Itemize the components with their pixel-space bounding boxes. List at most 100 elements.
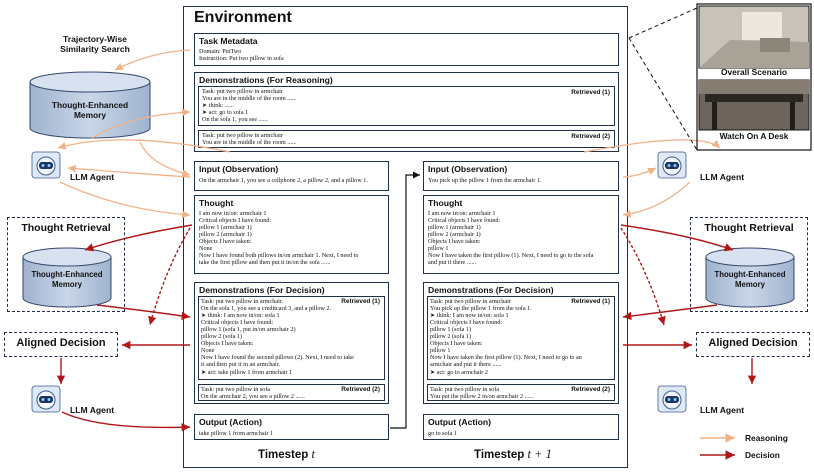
- demo-decision-box-right: Demonstrations (For Decision) Retrieved …: [423, 282, 619, 404]
- robot-icon: [31, 151, 61, 179]
- demo-decision-item-1: Retrieved (1) Task: put two pillow in ar…: [427, 296, 615, 380]
- demo-line: Task: put two pillow in sofa: [201, 386, 271, 393]
- demo-line: Objects I have taken:: [201, 340, 254, 347]
- demo-line: Critical objects I have found:: [430, 319, 503, 326]
- demo-line: ➤ think: ......: [202, 102, 234, 109]
- memory-label-right: Thought-Enhanced Memory: [706, 270, 794, 290]
- thought-retrieval-box-right: Thought Retrieval: [690, 217, 808, 312]
- timestep-right: Timestep t + 1: [474, 447, 552, 462]
- demo-decision-item-2: Retrieved (2) Task: put two pillow in so…: [198, 384, 385, 401]
- timestep-var: t + 1: [527, 447, 552, 461]
- demo-line: ➤ act: go to sofa 1: [202, 109, 249, 116]
- demo-line: You are in the middle of the room ......: [202, 139, 297, 146]
- memory-label-left: Thought-Enhanced Memory: [23, 270, 111, 290]
- demo-line: pillow 2 (sofa 1): [201, 333, 243, 340]
- llm-agent-label-right-top: LLM Agent: [700, 172, 745, 182]
- input-box-left: Input (Observation) On the armchair 1, y…: [194, 161, 389, 191]
- task-domain: Domain: PutTwo: [199, 48, 242, 55]
- memory-line-1: Thought-Enhanced: [714, 270, 786, 279]
- demo-line: ➤ think: I am now in/on: sofa 1: [201, 312, 280, 319]
- demo-line: Task: put two pillow in armchair.: [201, 298, 284, 305]
- aligned-decision-box-left: Aligned Decision: [4, 332, 118, 357]
- thought-line: I am now in/on: armchair 1: [199, 210, 267, 217]
- output-title: Output (Action): [428, 417, 492, 427]
- timestep-prefix: Timestep: [258, 449, 312, 461]
- thought-line: pillow 2 (armchair 1): [199, 231, 252, 238]
- timestep-prefix: Timestep: [474, 449, 528, 461]
- demo-line: Task: put two pillow in sofa: [430, 386, 500, 393]
- demo-line: it and then put it in an armchair.: [201, 361, 281, 368]
- scene-frame: [696, 3, 812, 151]
- output-text: take pillow 1 from armchair 1: [199, 430, 274, 437]
- thought-line: Critical objects I have found:: [199, 217, 272, 224]
- scene-desk-image: [698, 79, 810, 131]
- retrieved-label: Retrieved (1): [571, 89, 610, 96]
- thought-line: pillow 1 (armchair 1): [199, 224, 252, 231]
- memory-label-top-left: Thought-Enhanced Memory: [30, 100, 150, 120]
- input-title: Input (Observation): [428, 164, 508, 174]
- task-instruction: Instruction: Put two pillow in sofa: [199, 55, 284, 62]
- demo-line: pillow 1: [430, 347, 451, 354]
- input-box-right: Input (Observation) You pick up the pill…: [423, 161, 619, 191]
- thought-line: Critical objects I have found:: [428, 217, 501, 224]
- robot-icon: [657, 385, 687, 413]
- scene-overall-caption: Overall Scenario: [720, 67, 788, 77]
- memory-line-2: Memory: [735, 280, 765, 289]
- similarity-search-line-2: Similarity Search: [60, 44, 130, 54]
- demo-line: You pick up the pillow 1 from the sofa 1…: [430, 305, 532, 312]
- llm-agent-label-right-bottom: LLM Agent: [700, 405, 745, 415]
- retrieved-label: Retrieved (2): [571, 133, 610, 140]
- demo-line: Task: put two pillow in armchair: [202, 132, 283, 139]
- retrieved-label: Retrieved (1): [571, 298, 610, 305]
- scene-overall-image: [698, 5, 810, 69]
- thought-retrieval-box-left: Thought Retrieval: [7, 217, 125, 312]
- llm-agent-label-left-top: LLM Agent: [70, 172, 115, 182]
- demo-line: pillow 1 (sofa 1, put in/on armchair 2): [201, 326, 296, 333]
- thought-box-left: Thought I am now in/on: armchair 1 Criti…: [194, 195, 389, 274]
- thought-box-right: Thought I am now in/on: armchair 1 Criti…: [423, 195, 619, 274]
- demo-line: ➤ act: take pillow 1 from armchair 1: [201, 369, 293, 376]
- thought-line: Objects I have taken:: [428, 238, 481, 245]
- timestep-left: Timestep t: [258, 447, 315, 462]
- input-text: You pick up the pillow 1 from the armcha…: [428, 177, 542, 184]
- thought-retrieval-label: Thought Retrieval: [704, 222, 794, 234]
- demo-line: Task: put two pillow in armchair: [202, 88, 283, 95]
- legend-reasoning-label: Reasoning: [745, 433, 788, 443]
- thought-line: Now I have found both pillows in/on armc…: [199, 252, 359, 259]
- robot-icon: [657, 151, 687, 179]
- thought-line: pillow 2 (armchair 1): [428, 231, 481, 238]
- demo-line: Now I have taken the first pillow (1). N…: [430, 354, 582, 361]
- memory-line-2: Memory: [52, 280, 82, 289]
- retrieved-label: Retrieved (2): [341, 386, 380, 393]
- output-box-right: Output (Action) go to sofa 1: [423, 414, 619, 440]
- demo-decision-box-left: Demonstrations (For Decision) Retrieved …: [194, 282, 389, 404]
- thought-line: Now I have taken the first pillow (1). N…: [428, 252, 594, 259]
- timestep-var: t: [311, 447, 315, 461]
- retrieved-label: Retrieved (1): [341, 298, 380, 305]
- demo-decision-title: Demonstrations (For Decision): [428, 285, 554, 295]
- memory-line-2: Memory: [73, 110, 107, 120]
- task-metadata-box: Task Metadata Domain: PutTwo Instruction…: [194, 33, 619, 66]
- demo-reasoning-title: Demonstrations (For Reasoning): [199, 75, 333, 85]
- demo-line: Now I have found the second pillows (2).…: [201, 354, 354, 361]
- thought-title: Thought: [428, 198, 463, 208]
- demo-reasoning-box: Demonstrations (For Reasoning) Retrieved…: [194, 72, 619, 152]
- legend-decision-label: Decision: [745, 450, 780, 460]
- thought-retrieval-label: Thought Retrieval: [21, 222, 111, 234]
- memory-line-1: Thought-Enhanced: [51, 100, 129, 110]
- task-metadata-title: Task Metadata: [199, 36, 258, 46]
- environment-title: Environment: [194, 9, 292, 26]
- input-text: On the armchair 1, you see a cellphone 2…: [199, 177, 368, 184]
- output-title: Output (Action): [199, 417, 263, 427]
- demo-line: armchair and put it there ......: [430, 361, 502, 368]
- demo-line: Critical objects I have found:: [201, 319, 274, 326]
- thought-line: None: [199, 245, 213, 252]
- llm-agent-label-left-bottom: LLM Agent: [70, 405, 115, 415]
- demo-line: pillow 1 (sofa 1): [430, 326, 472, 333]
- thought-line: pillow 1 (armchair 1): [428, 224, 481, 231]
- demo-decision-title: Demonstrations (For Decision): [199, 285, 325, 295]
- similarity-search-label: Trajectory-Wise Similarity Search: [40, 34, 150, 54]
- robot-icon: [31, 385, 61, 413]
- aligned-decision-box-right: Aligned Decision: [696, 332, 810, 357]
- output-box-left: Output (Action) take pillow 1 from armch…: [194, 414, 389, 440]
